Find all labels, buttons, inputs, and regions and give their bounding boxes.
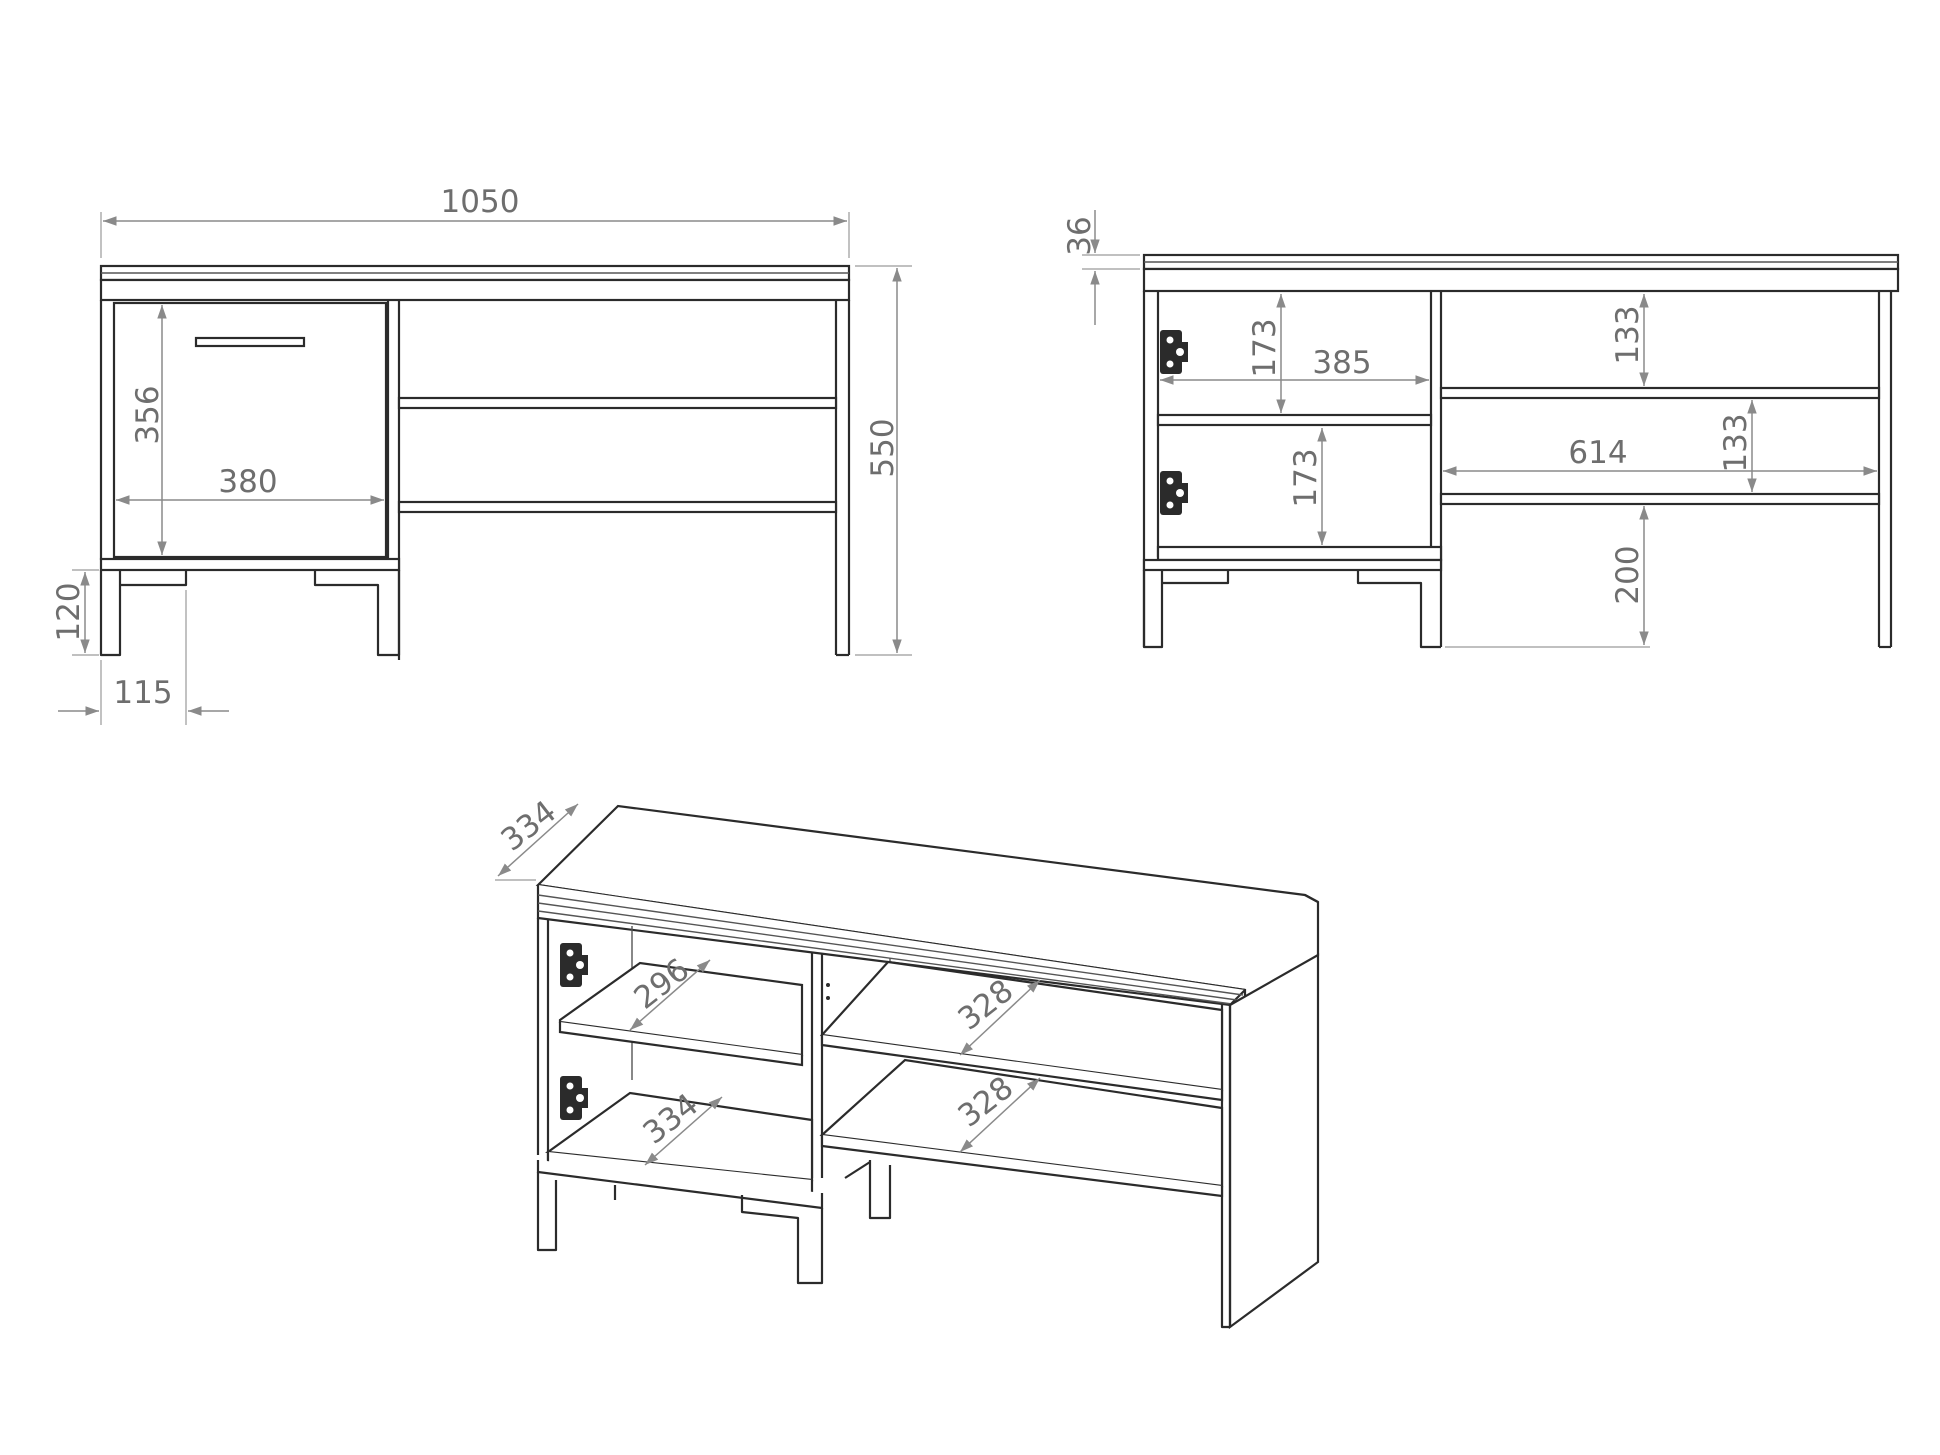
hinge-icon [1160, 471, 1188, 515]
hinge-icon [560, 1076, 588, 1120]
dim-left-lower-height: 173 [1288, 448, 1324, 507]
dim-door-width: 380 [218, 464, 277, 500]
door-handle [194, 336, 306, 348]
dim-left-width: 385 [1312, 345, 1371, 381]
dim-top-thickness: 36 [1062, 216, 1098, 255]
perspective-view: 334 296 334 328 328 [494, 794, 1320, 1330]
hinge-icon [560, 943, 588, 987]
dim-depth: 334 [494, 794, 563, 859]
dim-leg-height: 120 [51, 582, 87, 641]
open-front-view: 36 173 385 173 133 614 133 200 [1062, 210, 1900, 649]
dim-left-upper-height: 173 [1247, 318, 1283, 377]
dim-floor-clearance: 200 [1610, 545, 1646, 604]
dim-total-height: 550 [865, 418, 901, 477]
dim-leg-offset: 115 [113, 675, 172, 711]
dim-door-height: 356 [130, 385, 166, 444]
dim-right-upper-spacing: 133 [1610, 305, 1646, 364]
front-view: 1050 550 356 380 120 115 [51, 184, 912, 725]
hinge-icon [1160, 330, 1188, 374]
dim-right-lower-spacing: 133 [1718, 413, 1754, 472]
dim-right-width: 614 [1568, 435, 1627, 471]
dim-total-width: 1050 [441, 184, 520, 220]
